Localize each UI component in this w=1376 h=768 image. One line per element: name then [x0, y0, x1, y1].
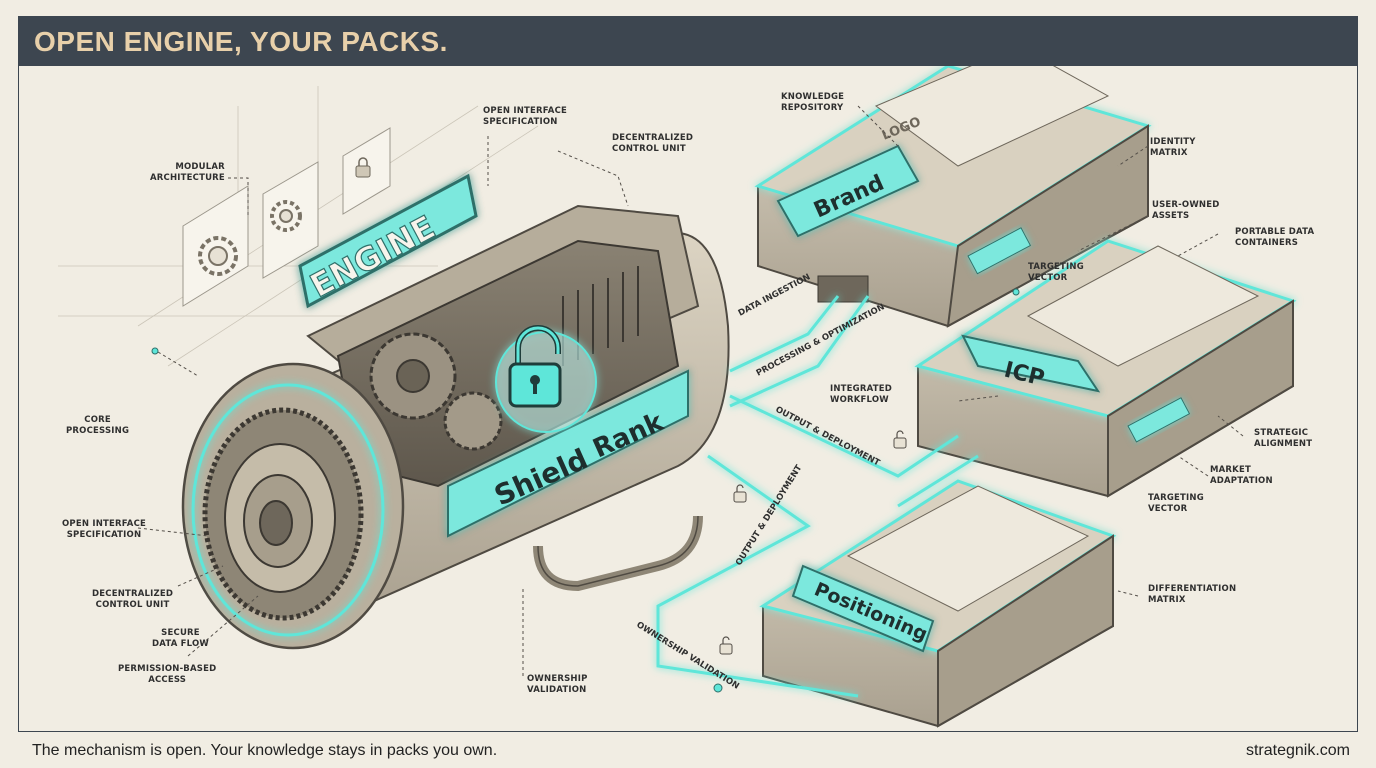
unlocked-padlock-icon	[495, 325, 597, 433]
icp-pack: ICP	[914, 239, 1297, 498]
label-differentiation-matrix: DIFFERENTIATION MATRIX	[1148, 584, 1237, 605]
footer-tagline: The mechanism is open. Your knowledge st…	[32, 742, 498, 759]
padlock-icon	[355, 157, 371, 178]
page-title: OPEN ENGINE, YOUR PACKS.	[34, 26, 448, 57]
flow-lines	[656, 295, 979, 698]
gear-icon	[270, 200, 302, 232]
label-user-owned-assets: USER-OWNED ASSETS	[1152, 200, 1220, 221]
footer-site-link[interactable]: strategnik.com	[1245, 742, 1350, 759]
padlock-icon	[719, 636, 733, 655]
header-bar: OPEN ENGINE, YOUR PACKS.	[18, 16, 1358, 66]
label-secure-data-flow: SECURE DATA FLOW	[152, 628, 209, 649]
label-strategic-alignment: STRATEGIC ALIGNMENT	[1254, 428, 1313, 449]
positioning-pack: Positioning	[759, 479, 1117, 728]
label-modular-architecture: MODULAR ARCHITECTURE	[150, 162, 225, 183]
leader-lines	[137, 105, 1244, 676]
label-identity-matrix: IDENTITY MATRIX	[1150, 137, 1196, 158]
flow-ownership: OWNERSHIP VALIDATION	[634, 620, 740, 692]
label-open-spec-top: OPEN INTERFACE SPECIFICATION	[483, 106, 568, 127]
label-decentral-left: DECENTRALIZED CONTROL UNIT	[92, 589, 174, 610]
label-permission-access: PERMISSION-BASED ACCESS	[118, 664, 217, 685]
connector-dots	[151, 288, 1020, 693]
label-portable-containers: PORTABLE DATA CONTAINERS	[1235, 227, 1315, 248]
padlock-icon	[733, 484, 747, 503]
label-market-adaptation: MARKET ADAPTATION	[1210, 465, 1273, 486]
flow-data-ingestion: DATA INGESTION	[737, 272, 812, 318]
label-ownership-validation: OWNERSHIP VALIDATION	[527, 674, 588, 695]
label-core-processing: CORE PROCESSING	[66, 415, 130, 436]
label-targeting-vector-low: TARGETING VECTOR	[1148, 493, 1204, 514]
label-decentral-top: DECENTRALIZED CONTROL UNIT	[612, 133, 694, 154]
brand-pack: LOGO Brand	[754, 66, 1152, 328]
label-open-spec-left: OPEN INTERFACE SPECIFICATION	[62, 519, 147, 540]
engine-pack-diagram: Shield Rank ENGINE LOGO Brand ICP	[58, 66, 1297, 728]
gear-icon	[198, 236, 238, 276]
flow-processing: PROCESSING & OPTIMIZATION	[755, 302, 887, 378]
label-integrated-workflow: INTEGRATED WORKFLOW	[830, 384, 892, 405]
label-knowledge-repository: KNOWLEDGE REPOSITORY	[781, 92, 845, 113]
flow-output-top: OUTPUT & DEPLOYMENT	[774, 405, 882, 469]
padlock-icon	[893, 430, 907, 449]
label-targeting-vector-mid: TARGETING VECTOR	[1028, 262, 1084, 283]
